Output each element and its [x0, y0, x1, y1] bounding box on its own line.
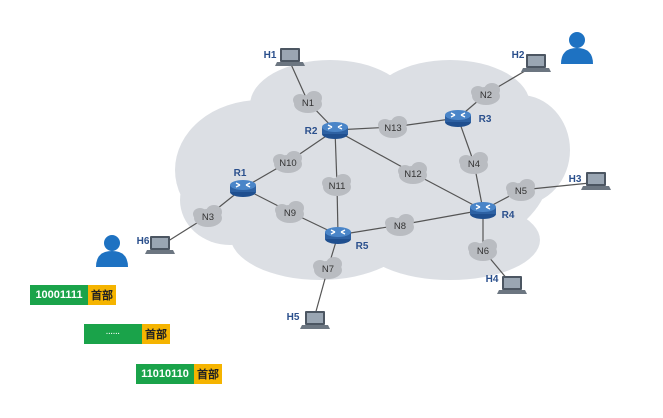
network-N6: N6 [468, 239, 497, 261]
host-H4: H4 [486, 274, 527, 294]
svg-text:R1: R1 [234, 168, 247, 179]
network-N12: N12 [398, 162, 427, 184]
network-N10: N10 [273, 151, 302, 173]
svg-text:N8: N8 [394, 221, 406, 232]
packet-1: 10001111 首部 [30, 285, 116, 305]
network-N4: N4 [459, 152, 488, 174]
laptop-icon [300, 311, 330, 329]
svg-text:H5: H5 [287, 312, 300, 323]
svg-text:N1: N1 [302, 98, 314, 109]
router-icon [229, 179, 257, 198]
user-icon [96, 235, 128, 267]
laptop-icon [497, 276, 527, 294]
svg-text:N5: N5 [515, 186, 527, 197]
network-N1: N1 [293, 91, 322, 113]
svg-text:H3: H3 [569, 174, 582, 185]
svg-text:N2: N2 [480, 90, 492, 101]
svg-text:R2: R2 [305, 126, 318, 137]
router-R4: R4 [469, 201, 515, 221]
laptop-icon [581, 172, 611, 190]
router-R3: R3 [444, 109, 492, 128]
packet-bits: 11010110 [136, 364, 194, 384]
network-N11: N11 [322, 174, 351, 196]
host-H6: H6 [137, 236, 175, 254]
packet-header: 首部 [194, 364, 222, 384]
svg-text:N12: N12 [404, 169, 421, 180]
router-R5: R5 [324, 226, 369, 252]
laptop-icon [275, 48, 305, 66]
packet-header: 首部 [142, 324, 170, 344]
network-N3: N3 [193, 205, 222, 227]
host-H5: H5 [287, 311, 330, 329]
router-icon [444, 109, 472, 128]
svg-text:H4: H4 [486, 274, 499, 285]
svg-text:N10: N10 [279, 158, 296, 169]
svg-text:H2: H2 [512, 50, 525, 61]
svg-text:N13: N13 [384, 123, 401, 134]
svg-text:R4: R4 [502, 210, 515, 221]
network-N2: N2 [471, 83, 500, 105]
packet-header: 首部 [88, 285, 116, 305]
packet-3: 11010110 首部 [136, 364, 222, 384]
network-N9: N9 [275, 201, 304, 223]
svg-text:H1: H1 [264, 50, 277, 61]
network-N5: N5 [506, 179, 535, 201]
svg-text:N9: N9 [284, 208, 296, 219]
host-H2: H2 [512, 50, 551, 72]
packet-bits: 10001111 [30, 285, 88, 305]
svg-text:N7: N7 [322, 264, 334, 275]
router-icon [324, 226, 352, 245]
network-N7: N7 [313, 257, 342, 279]
svg-text:R5: R5 [356, 241, 369, 252]
svg-text:H6: H6 [137, 236, 150, 247]
router-R2: R2 [305, 121, 349, 140]
packet-bits: ······ [84, 324, 142, 344]
svg-text:N11: N11 [329, 181, 346, 192]
host-H1: H1 [264, 48, 305, 66]
router-R1: R1 [229, 168, 257, 198]
host-H3: H3 [569, 172, 611, 190]
packet-2: ······ 首部 [84, 324, 170, 344]
svg-text:R3: R3 [479, 114, 492, 125]
router-icon [321, 121, 349, 140]
laptop-icon [521, 54, 551, 72]
svg-text:N4: N4 [468, 159, 480, 170]
user-icon [561, 32, 593, 64]
router-icon [469, 201, 497, 220]
network-N13: N13 [378, 116, 407, 138]
laptop-icon [145, 236, 175, 254]
svg-text:N3: N3 [202, 212, 214, 223]
svg-text:N6: N6 [477, 246, 489, 257]
network-N8: N8 [385, 214, 414, 236]
